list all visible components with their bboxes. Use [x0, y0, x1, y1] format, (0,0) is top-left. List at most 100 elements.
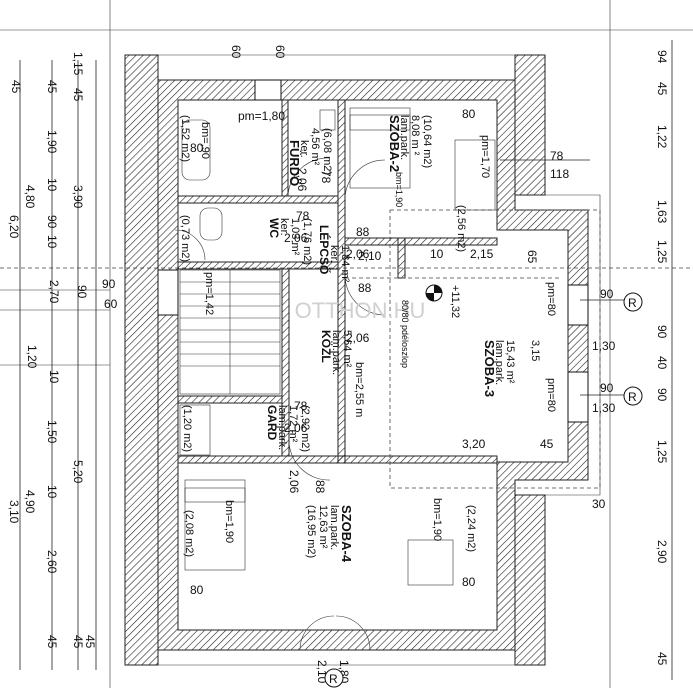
room-floor: ker. — [328, 245, 340, 263]
room-name: LÉPCSŐ — [317, 225, 332, 274]
left-dimension-chains: 1,15 45 45 45 1,90 10 90 4,80 3,90 6,20 … — [7, 52, 118, 670]
dim-label: 65 — [525, 250, 539, 264]
room-name: SZOBA-4 — [339, 505, 354, 563]
room-area-full: (6,08 m2) — [321, 128, 333, 175]
room-area: 1,84 m² — [339, 245, 351, 283]
room-area: 1,03 m² — [289, 218, 301, 256]
room-lepcso: LÉPCSŐ ker. 1,84 m² — [317, 225, 351, 283]
axis-marker-r3: R — [324, 668, 344, 688]
dim-label: 30 — [592, 497, 606, 511]
dim-label: 80 — [462, 107, 476, 121]
room-area: 12,63 m² — [317, 505, 329, 549]
room-floor: lam.park. — [398, 115, 410, 160]
dim-label: 90 — [75, 285, 89, 299]
doors — [174, 157, 386, 651]
dim-label: 45 — [655, 652, 669, 666]
room-name: KÖZL — [319, 330, 334, 363]
pillar-label: 80/80 pdéloszlop — [400, 300, 410, 368]
room-floor: lam.park. — [328, 505, 340, 550]
dim-label: 2,90 — [655, 540, 669, 564]
dim-label: 45 — [71, 635, 85, 649]
dim-label: 10 — [45, 178, 59, 192]
dim-label: 60 — [104, 297, 118, 311]
area-label: (2,24 m2) — [465, 505, 477, 552]
windows — [157, 79, 589, 423]
pm-label: pm=80 — [545, 282, 557, 316]
room-szoba2: SZOBA-2 lam.park. 8,08 m ² (10,64 m2) — [387, 115, 433, 172]
fixtures — [179, 107, 496, 586]
dim-label: 45 — [540, 437, 554, 451]
room-area-full: (10,64 m2) — [421, 115, 433, 168]
level-label: +11,32 — [449, 285, 461, 318]
room-area: 8,08 m ² — [409, 115, 421, 156]
dim-label: 45 — [83, 635, 97, 649]
area-label: (2,56 m2) — [455, 205, 467, 252]
dim-label: 78 — [294, 399, 308, 413]
pm-label: pm=1,80 — [238, 109, 285, 123]
dim-label: 40 — [655, 356, 669, 370]
axis-marker-r2: R — [623, 386, 643, 406]
dim-label: 90 — [600, 381, 614, 395]
bm-label: bm=1,90 — [223, 500, 235, 543]
dim-label: 94 — [655, 50, 669, 64]
dim-label: 90 — [45, 215, 59, 229]
room-szoba3: SZOBA-3 lam.park. 15,43 m² — [482, 340, 516, 397]
dim-label: 78 — [319, 170, 333, 184]
room-furdo: FÜRDŐ ker. 4,56 m² (6,08 m2) — [287, 128, 333, 186]
pm-label: pm=1,42 — [203, 272, 215, 315]
dim-label: 5,20 — [71, 460, 85, 484]
room-name: GARD — [265, 405, 279, 441]
dim-label: 2,06 — [284, 231, 308, 245]
bm-label: bm=1,90 — [394, 172, 404, 207]
dim-label: 1,22 — [655, 125, 669, 149]
dim-label: 90 — [655, 388, 669, 402]
right-dimension-chain: 94 45 1,22 1,63 1,25 90 40 90 1,25 2,90 … — [655, 40, 673, 680]
room-area: 5,64 m² — [341, 330, 353, 368]
room-gard: GARD lam.park. 1,72 m² (2,92 m2) — [265, 405, 311, 452]
room-floor: ker. — [278, 218, 290, 236]
dim-label: 4,80 — [23, 185, 37, 209]
dim-label: 2,06 — [287, 470, 301, 494]
dim-label: 2,10 — [358, 249, 382, 263]
dim-label: 1,25 — [655, 240, 669, 264]
room-name: SZOBA-3 — [482, 340, 497, 397]
dim-label: 60 — [229, 45, 243, 59]
dim-label: 90 — [102, 277, 116, 291]
area-label: (1,52 m2) — [179, 115, 191, 162]
dim-label: 4,90 — [23, 490, 37, 514]
bm-label: bm=,90 — [199, 122, 211, 159]
room-area: 1,72 m² — [287, 405, 299, 443]
dim-label: 118 — [550, 167, 569, 181]
dim-label: 45 — [9, 80, 23, 94]
dim-label: 45 — [45, 635, 59, 649]
area-label: (0,73 m2) — [179, 215, 191, 262]
dim-label: 90 — [655, 325, 669, 339]
axis-marker-label: R — [628, 296, 637, 310]
room-wc: WC ker. 1,03 m² (1,76 m2) — [267, 218, 313, 265]
dim-label: 45 — [655, 82, 669, 96]
dim-label: 45 — [45, 80, 59, 94]
room-szoba4: SZOBA-4 lam.park. 12,63 m² (16,95 m2) — [305, 505, 354, 563]
dim-label: 1,90 — [45, 130, 59, 154]
room-area: 15,43 m² — [504, 340, 516, 384]
interior-walls — [177, 99, 498, 464]
room-name: WC — [267, 218, 281, 238]
axis-marker-r1: R — [623, 292, 643, 312]
dim-label: 3,90 — [71, 185, 85, 209]
dim-label: 10 — [45, 235, 59, 249]
dim-label: 2,15 — [470, 247, 494, 261]
dim-label: 45 — [71, 88, 85, 102]
axis-marker-label: R — [628, 390, 637, 404]
room-kozl: KÖZL lam.park. 5,64 m² — [319, 330, 353, 375]
dim-label: 10 — [45, 485, 59, 499]
dim-label: 2,60 — [45, 550, 59, 574]
room-area: 4,56 m² — [309, 128, 321, 166]
dim-label: 3,15 — [529, 340, 541, 361]
dim-label: 80 — [190, 141, 204, 155]
bm-label: bm=1,90 — [431, 498, 443, 541]
dim-label: 1,30 — [592, 401, 616, 415]
dim-label: 1,20 — [25, 345, 39, 369]
room-floor: lam.park. — [330, 330, 342, 375]
dim-label: 60 — [273, 45, 287, 59]
